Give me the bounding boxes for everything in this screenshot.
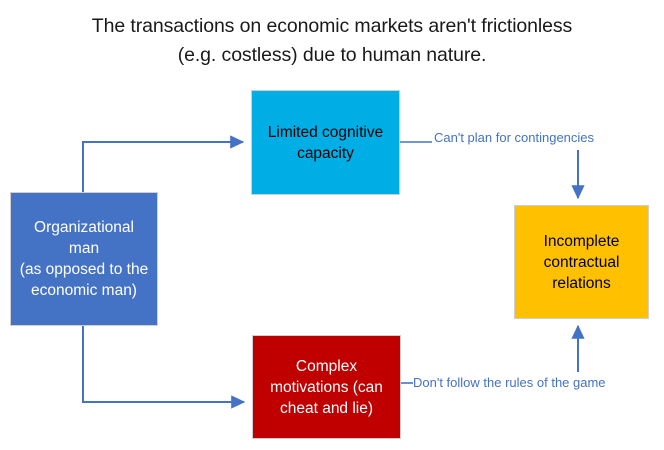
page-title: The transactions on economic markets are… [91,15,573,66]
connector-man-to-motivations [82,326,246,409]
edge-label-dont-follow-the-rules-of-the-game: Don't follow the rules of the game [413,375,606,390]
node-limited-cognitive-capacity[interactable]: Limited cognitive capacity [251,90,400,195]
connector-man-to-cognitive [82,135,245,192]
edge-label-cant-plan-for-contingencies: Can't plan for contingencies [434,130,595,145]
node-complex-motivations[interactable]: Complex motivations (can cheat and lie) [252,335,401,439]
node-organizational-man[interactable]: Organizational man (as opposed to the ec… [10,192,158,326]
node-incomplete-contractual-relations[interactable]: Incomplete contractual relations [514,205,649,319]
